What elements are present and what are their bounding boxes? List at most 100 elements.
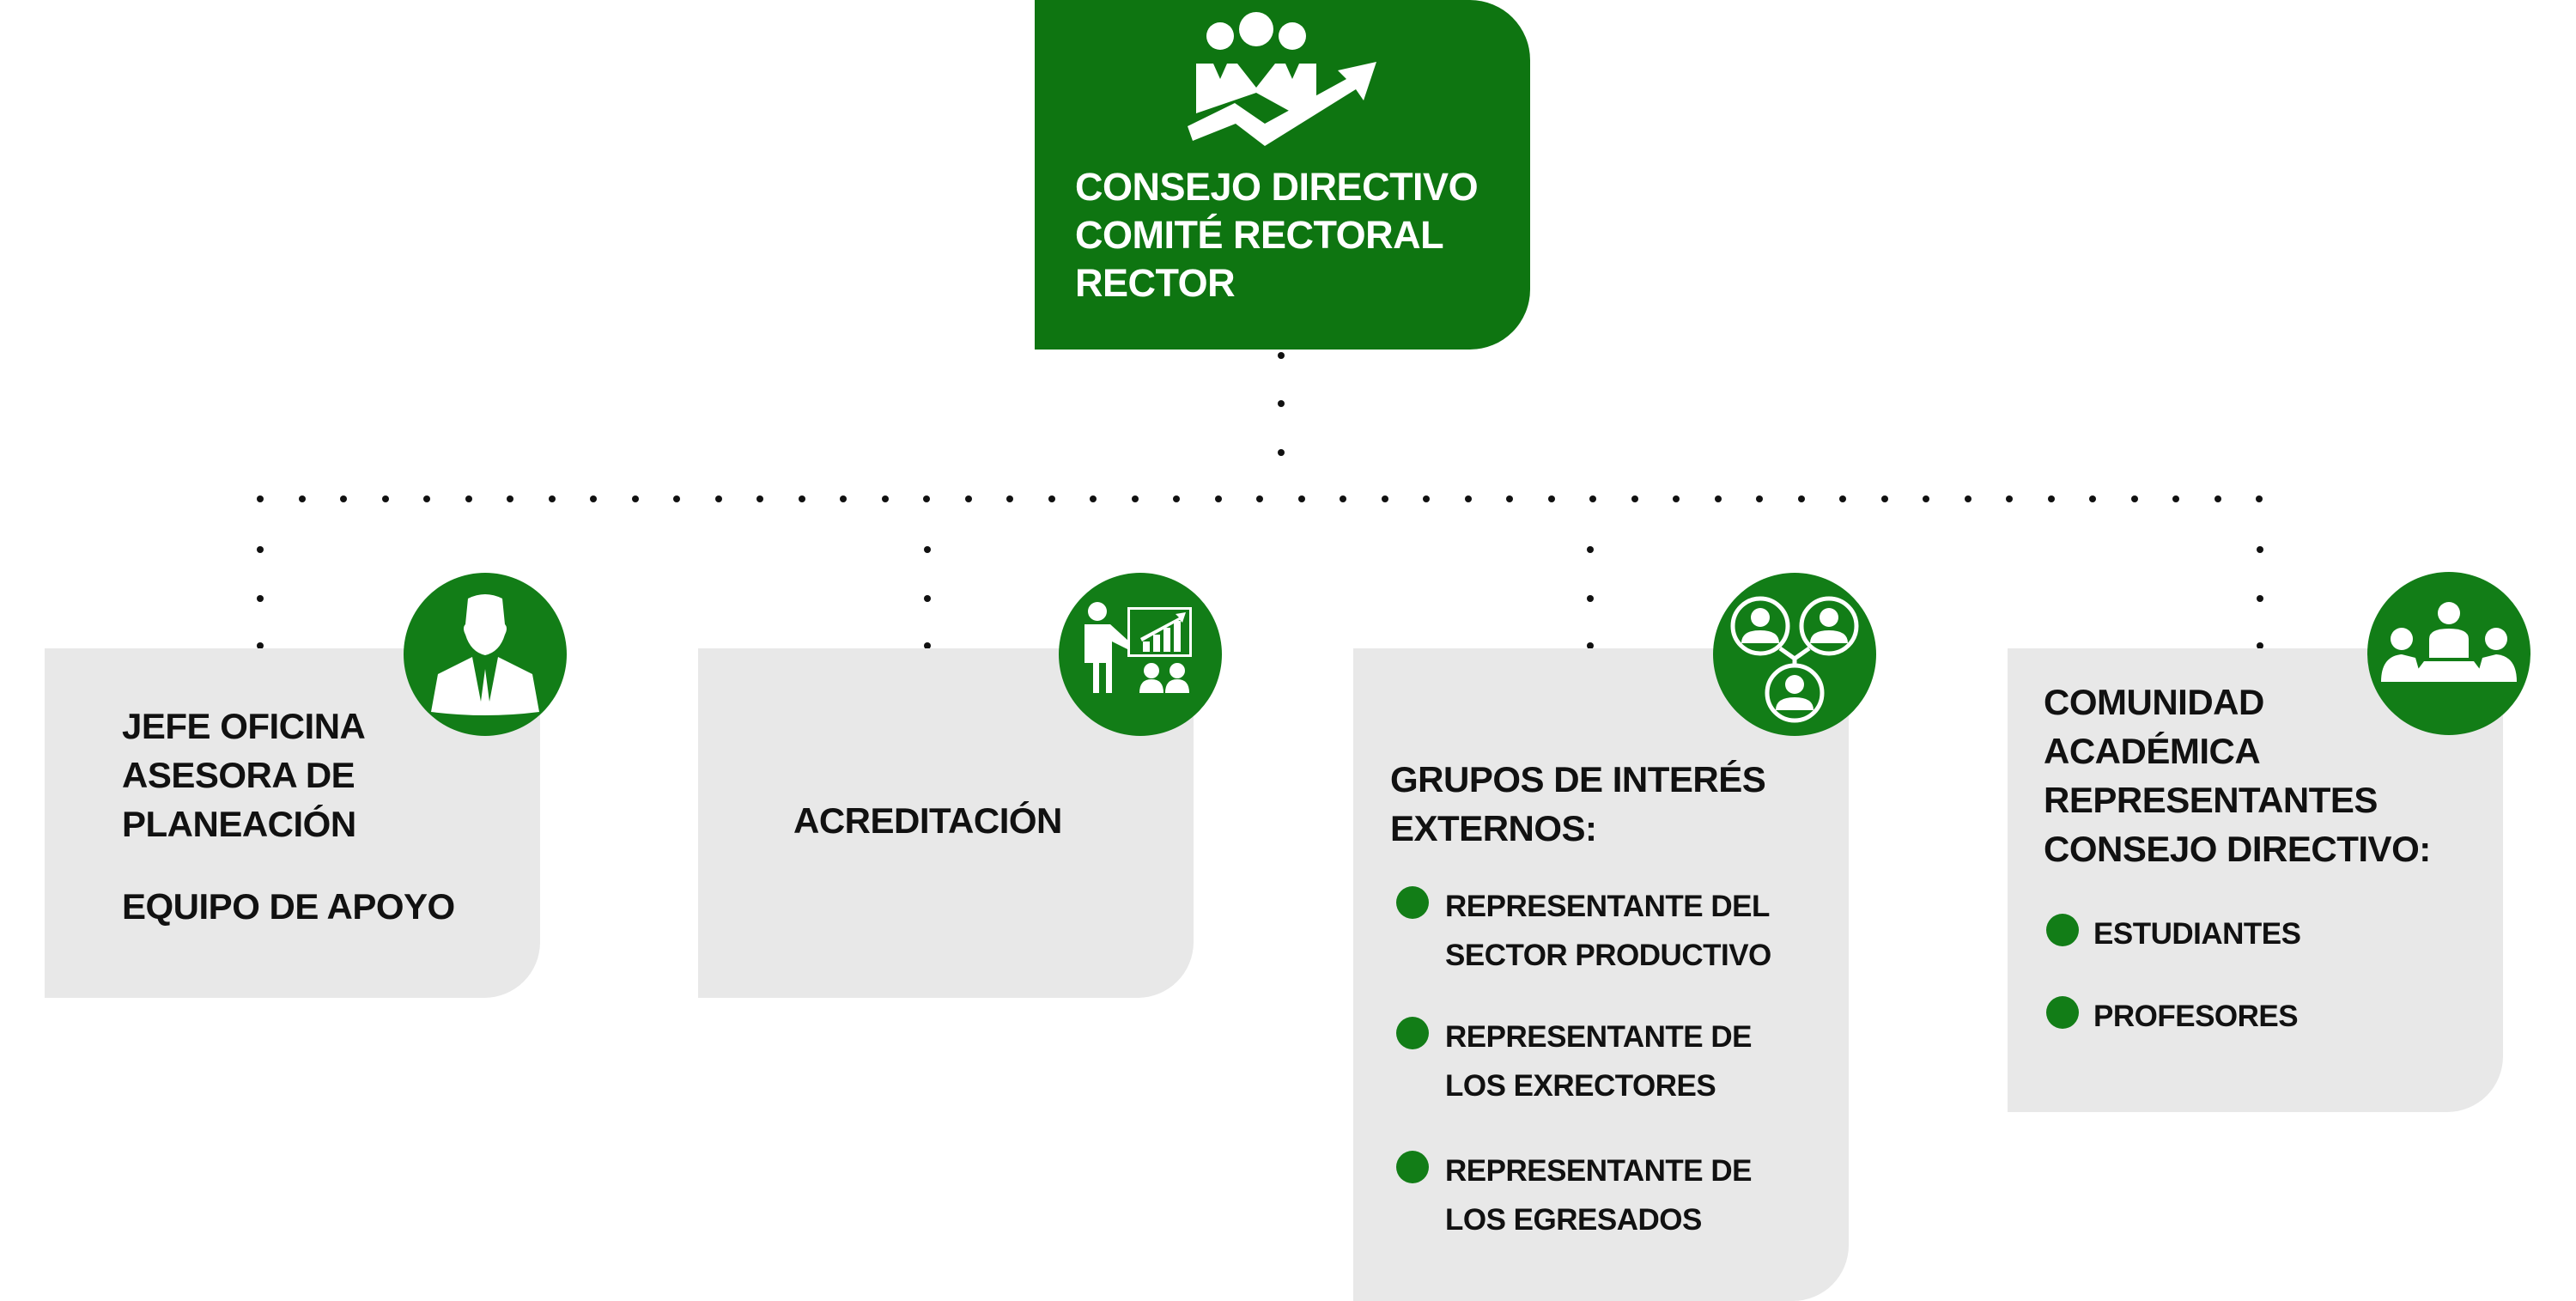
connector-dot (1965, 495, 1971, 502)
heading-line: REPRESENTANTES (2044, 780, 2378, 820)
connector-dot (965, 495, 972, 502)
connector-dot (1465, 495, 1472, 502)
top-node-title: CONSEJO DIRECTIVO COMITÉ RECTORAL RECTOR (1075, 163, 1479, 307)
connector-dot (1548, 495, 1555, 502)
heading-line: JEFE OFICINA (122, 706, 366, 746)
connector-dot (1215, 495, 1222, 502)
connector-dot (2131, 495, 2138, 502)
list-item: ESTUDIANTES (2093, 917, 2301, 951)
connector-dot (1673, 495, 1680, 502)
node-card-grupos-interes (1353, 648, 1849, 1301)
connector-dot (1756, 495, 1763, 502)
connector-dot (507, 495, 513, 502)
connector-dot (1256, 495, 1263, 502)
node-badge-grupos-interes (1713, 573, 1876, 736)
connector-dot (2257, 642, 2263, 649)
list-item-line: SECTOR PRODUCTIVO (1445, 939, 1771, 972)
connector-dot (1278, 400, 1285, 407)
list-item: REPRESENTANTE DE LOS EXRECTORES (1445, 1012, 1752, 1110)
connector-dot (1382, 495, 1388, 502)
connector-dot (2215, 495, 2221, 502)
connector-dot (1589, 495, 1596, 502)
connector-dot (257, 642, 264, 649)
connector-dot (1587, 595, 1594, 602)
heading-line: PLANEACIÓN (122, 804, 356, 844)
connector-dot (2089, 495, 2096, 502)
heading-line: EXTERNOS: (1390, 808, 1597, 848)
connector-dot (2172, 495, 2179, 502)
network-people-icon (1730, 596, 1859, 723)
heading-line: CONSEJO DIRECTIVO: (2044, 829, 2431, 869)
connector-dot (2048, 495, 2055, 502)
list-item-line: LOS EXRECTORES (1445, 1069, 1716, 1103)
connector-dot (590, 495, 597, 502)
connector-dot (549, 495, 556, 502)
connector-dot (1278, 352, 1285, 359)
connector-dot (923, 495, 930, 502)
connector-dot (1048, 495, 1055, 502)
connector-dot (882, 495, 889, 502)
list-item: REPRESENTANTE DEL SECTOR PRODUCTIVO (1445, 882, 1771, 980)
connector-dot (257, 546, 264, 553)
node-heading: GRUPOS DE INTERÉS EXTERNOS: (1390, 755, 1766, 853)
connector-dot (1715, 495, 1722, 502)
connector-dot (1006, 495, 1013, 502)
presentation-chart-icon (1084, 602, 1192, 693)
connector-dot (1631, 495, 1638, 502)
bullet-icon (1396, 886, 1429, 919)
list-item-line: REPRESENTANTE DEL (1445, 890, 1770, 923)
heading-line: ACADÉMICA (2044, 731, 2261, 771)
connector-dot (1423, 495, 1430, 502)
connector-dot (1278, 449, 1285, 456)
connector-dot (340, 495, 347, 502)
node-subheading: EQUIPO DE APOYO (122, 886, 455, 927)
connector-dot (2257, 546, 2263, 553)
node-badge-acreditacion (1059, 573, 1222, 736)
heading-line: ASESORA DE (122, 755, 355, 795)
connector-dot (1798, 495, 1805, 502)
connector-dot (840, 495, 847, 502)
connector-dot (1587, 546, 1594, 553)
connector-dot (1506, 495, 1513, 502)
connector-dot (924, 546, 931, 553)
list-item: PROFESORES (2093, 1000, 2299, 1033)
connector-dot (1923, 495, 1929, 502)
node-heading: COMUNIDAD ACADÉMICA REPRESENTANTES CONSE… (2044, 678, 2431, 873)
bullet-icon (2046, 914, 2079, 946)
connector-dot (2257, 595, 2263, 602)
bullet-icon (1396, 1151, 1429, 1183)
connector-dot (1298, 495, 1305, 502)
node-heading: ACREDITACIÓN (793, 800, 1062, 841)
connector-dot (2006, 495, 2013, 502)
bullet-icon (2046, 996, 2079, 1029)
connector-dot (715, 495, 722, 502)
connector-dot (1881, 495, 1888, 502)
connector-dot (299, 495, 306, 502)
node-badge-comunidad-academica (2367, 572, 2530, 735)
bullet-icon (1396, 1017, 1429, 1049)
connector-dot (465, 495, 472, 502)
list-item: REPRESENTANTE DE LOS EGRESADOS (1445, 1146, 1752, 1244)
connector-dot (799, 495, 805, 502)
connector-dot (257, 495, 264, 502)
connector-dot (924, 595, 931, 602)
connector-dot (756, 495, 763, 502)
connector-dot (632, 495, 639, 502)
heading-line: COMUNIDAD (2044, 682, 2264, 722)
top-node-line: RECTOR (1075, 261, 1236, 305)
connector-dot (1132, 495, 1139, 502)
list-item-line: LOS EGRESADOS (1445, 1203, 1702, 1237)
connector-dot (382, 495, 389, 502)
list-item-line: REPRESENTANTE DE (1445, 1154, 1752, 1188)
top-node-consejo-directivo: CONSEJO DIRECTIVO COMITÉ RECTORAL RECTOR (1035, 0, 1530, 350)
node-badge-planeacion (404, 573, 567, 736)
connector-dot (673, 495, 680, 502)
connector-dot (1173, 495, 1180, 502)
meeting-table-icon (2381, 602, 2517, 682)
connector-dot (1587, 642, 1594, 649)
connector-dot (257, 595, 264, 602)
connector-dot (1090, 495, 1097, 502)
list-item-line: REPRESENTANTE DE (1445, 1020, 1752, 1054)
connector-dot (1340, 495, 1346, 502)
top-node-line: COMITÉ RECTORAL (1075, 213, 1444, 257)
